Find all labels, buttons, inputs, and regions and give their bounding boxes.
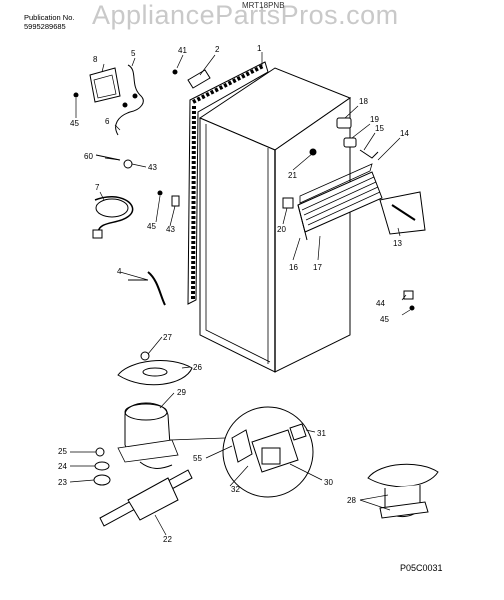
label-24: 24 [58,462,67,471]
label-22: 22 [163,535,172,544]
part-43-clip [123,159,133,169]
label-6: 6 [105,117,110,126]
part-13-detail [379,191,426,235]
power-cord [92,190,180,239]
label-17: 17 [313,263,322,272]
label-1: 1 [257,44,262,53]
label-45-upper-left: 45 [70,119,79,128]
part-27-grommet [140,351,150,361]
label-41: 41 [178,46,187,55]
upper-left-parts [73,64,211,169]
label-45-mid: 45 [147,222,156,231]
label-13: 13 [393,239,402,248]
right-hardware [403,290,415,311]
label-21: 21 [288,171,297,180]
label-15: 15 [375,124,384,133]
condenser-hardware [282,117,379,209]
compressor [117,402,179,469]
part-20-block [282,197,294,209]
model-number: MRT18PNB [242,1,285,10]
label-28: 28 [347,496,356,505]
part-21-screw [309,148,317,156]
part-8-cover [89,67,121,103]
label-14: 14 [400,129,409,138]
label-43-upper: 43 [148,163,157,172]
compressor-assembly-28 [367,463,439,519]
part-45-screw [73,92,79,98]
part-2-bracket [187,69,211,89]
label-27: 27 [163,333,172,342]
label-8: 8 [93,55,98,64]
part-19-clip [343,137,357,148]
part-15-tube [359,149,379,159]
drain-tube [147,271,166,306]
label-26: 26 [193,363,202,372]
part-5-6-harness [115,64,144,136]
drain-pan [117,351,193,386]
label-25: 25 [58,447,67,456]
part-55-cover [231,429,253,463]
label-31: 31 [317,429,326,438]
label-18: 18 [359,97,368,106]
label-55: 55 [193,454,202,463]
door-gasket [187,61,269,305]
base-bracket [99,469,193,527]
label-4: 4 [117,267,122,276]
diagram-code: P05C0031 [400,563,443,573]
grommets [93,447,111,486]
part-18-clip [336,117,352,129]
relay-detail [169,406,314,498]
part-labels: 1 2 4 5 6 7 8 13 14 15 16 17 18 19 20 21… [58,44,409,544]
label-23: 23 [58,478,67,487]
part-41-screw [172,69,178,75]
label-20: 20 [277,225,286,234]
label-32: 32 [231,485,240,494]
label-29: 29 [177,388,186,397]
label-2: 2 [215,45,220,54]
label-45-right: 45 [380,315,389,324]
watermark: AppliancePartsPros.com [92,0,399,30]
cabinet [198,67,352,373]
label-7: 7 [95,183,100,192]
label-5: 5 [131,49,136,58]
label-43-lower: 43 [166,225,175,234]
condenser [297,163,383,241]
label-16: 16 [289,263,298,272]
label-44: 44 [376,299,385,308]
publication-number: 5995289685 [24,22,66,31]
publication-label: Publication No. [24,13,75,22]
label-60: 60 [84,152,93,161]
label-19: 19 [370,115,379,124]
label-30: 30 [324,478,333,487]
leader-lines [69,52,411,536]
part-31-capacitor [289,423,307,441]
